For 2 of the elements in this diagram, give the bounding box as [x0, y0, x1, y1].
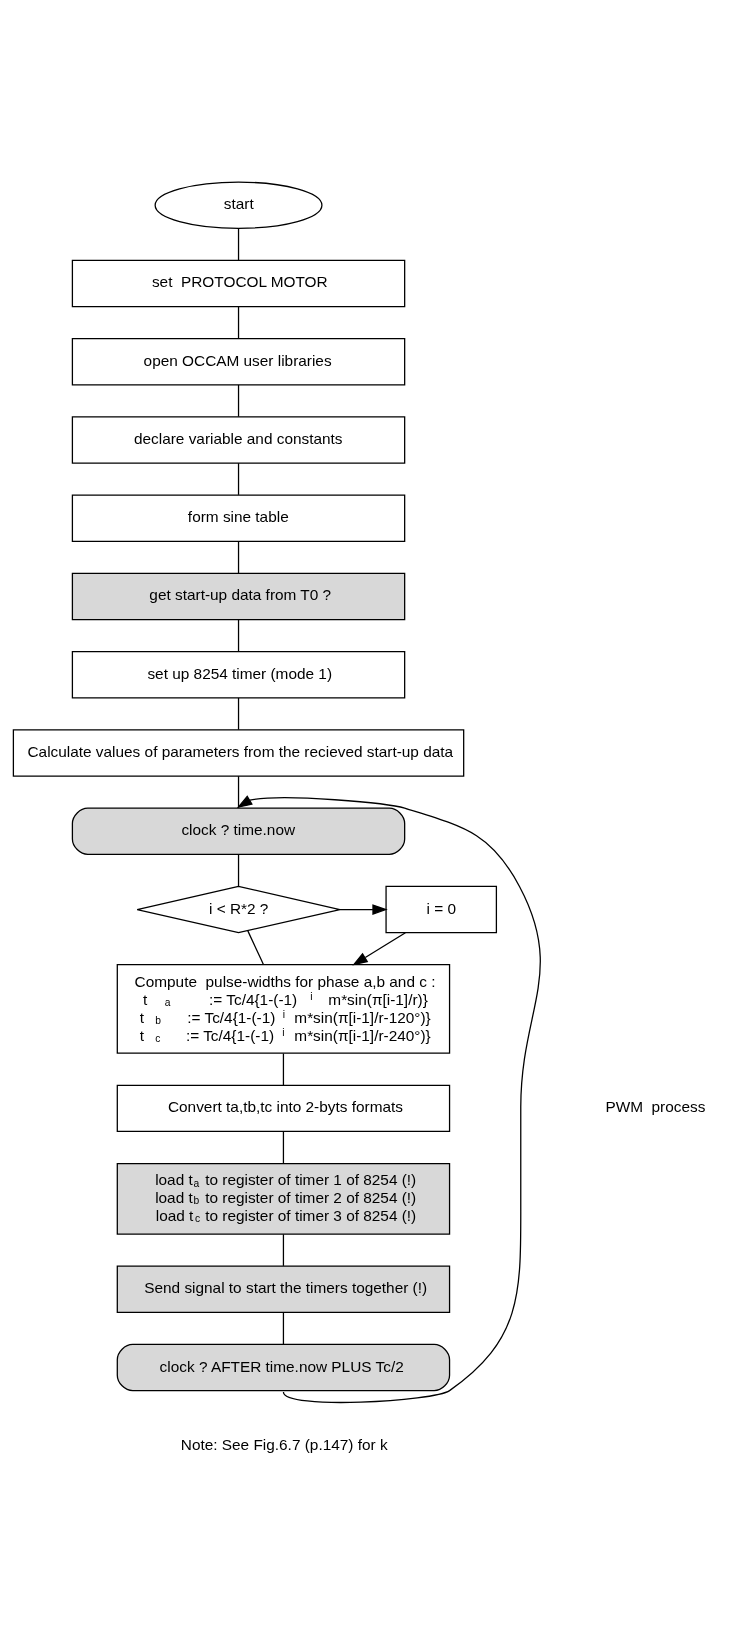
label: PWM process [605, 1097, 706, 1115]
label: Note: See Fig.6.7 (p.147) for k [180, 1435, 388, 1453]
